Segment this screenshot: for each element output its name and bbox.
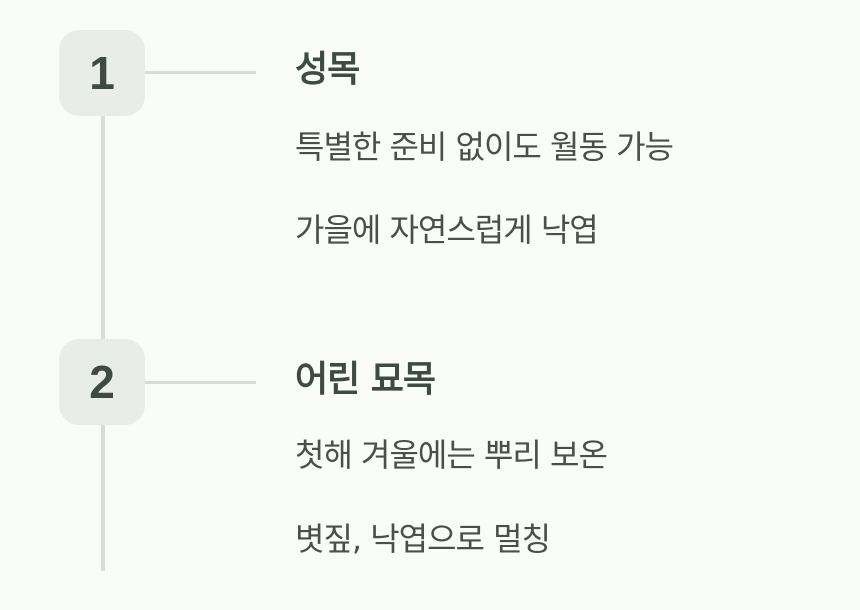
timeline-line-1 (101, 116, 105, 340)
step-description-line: 가을에 자연스럽게 낙엽 (295, 211, 599, 249)
timeline-line-2 (101, 425, 105, 571)
step-number-badge: 1 (59, 30, 145, 116)
step-title: 성목 (295, 49, 360, 90)
step-description-line: 특별한 준비 없이도 월동 가능 (295, 128, 674, 166)
step-description-line: 첫해 겨울에는 뿌리 보온 (295, 436, 608, 474)
step-number-badge: 2 (59, 339, 145, 425)
step-title: 어린 묘목 (295, 359, 436, 400)
step-connector (145, 71, 256, 74)
step-connector (145, 381, 256, 384)
step-description-line: 볏짚, 낙엽으로 멀칭 (295, 520, 551, 558)
